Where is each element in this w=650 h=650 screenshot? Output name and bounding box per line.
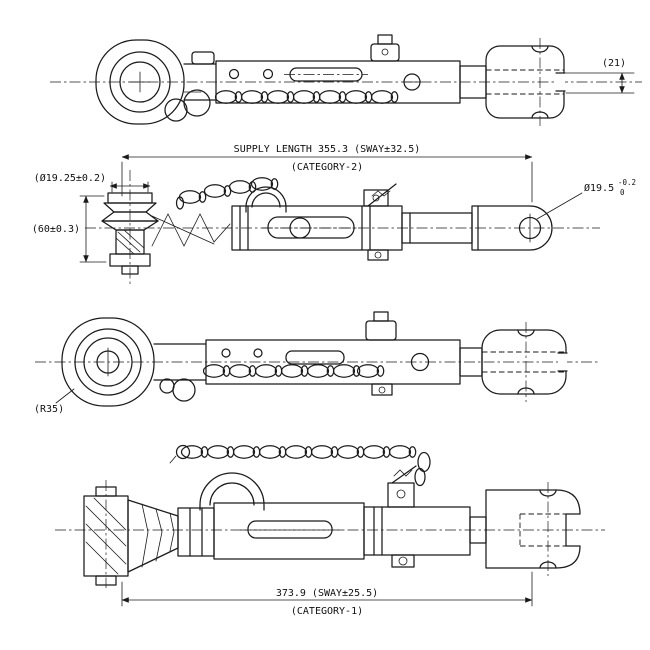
dim-eye-diameter: Ø19.5 -0.2 0 [536, 178, 636, 220]
dim-pin-diameter: (Ø19.25±0.2) [34, 172, 151, 193]
view2-chain [175, 177, 279, 210]
view4-bottom-assembly: 373.9 (SWAY±25.5) (CATEGORY-1) [55, 444, 605, 617]
view3-chain [202, 364, 385, 378]
view1-hook-rings [164, 89, 211, 122]
view4-chain [169, 444, 431, 487]
eye-tol-upper-label: -0.2 [618, 178, 636, 187]
boot-height-label: (60±0.3) [32, 224, 80, 235]
view2-lifting-loop [245, 186, 287, 213]
view3-eye-end [61, 317, 155, 407]
view3-clevis-end [459, 322, 568, 402]
view4-turnbuckle-body [177, 465, 471, 568]
view2-eye-end [471, 205, 553, 251]
dim-supply-length: SUPPLY LENGTH 355.3 (SWAY±32.5) (CATEGOR… [121, 144, 533, 203]
dim-eye-radius: (R35) [34, 388, 75, 415]
dim-21-label: (21) [602, 58, 626, 69]
overall-length-label: 373.9 (SWAY±25.5) [276, 588, 378, 599]
view1-clevis-fork [459, 38, 566, 126]
dim-21: (21) [565, 58, 635, 94]
view4-boot-cone [127, 499, 179, 573]
pin-diameter-label: (Ø19.25±0.2) [34, 172, 106, 184]
view3-body-bar [153, 311, 461, 396]
eye-diameter-label: Ø19.5 [584, 182, 614, 194]
supply-length-label: SUPPLY LENGTH 355.3 (SWAY±32.5) [234, 144, 421, 155]
view3-side-assembly: (R35) [34, 311, 600, 415]
eye-radius-label: (R35) [34, 404, 64, 415]
view1-top-assembly: (21) [50, 34, 642, 126]
view3-hook-rings [159, 378, 196, 402]
dim-boot-height: (60±0.3) [32, 195, 107, 263]
category1-label: (CATEGORY-1) [291, 606, 363, 617]
view4-mount-plate [83, 480, 129, 588]
category2-label: (CATEGORY-2) [291, 162, 363, 173]
view2-rubber-boot [101, 170, 159, 285]
view2-turnbuckle-body [231, 183, 403, 261]
view1-connector [183, 51, 217, 101]
view2-linkage [151, 213, 231, 247]
view1-top-clamp [370, 34, 400, 62]
dim-overall-length: 373.9 (SWAY±25.5) (CATEGORY-1) [121, 571, 533, 617]
view2-front-assembly: SUPPLY LENGTH 355.3 (SWAY±32.5) (CATEGOR… [32, 144, 636, 285]
view4-clevis-fork [485, 482, 581, 576]
view1-chain [214, 90, 399, 104]
view4-lifting-loop [199, 472, 265, 511]
eye-tol-lower-label: 0 [620, 188, 625, 197]
view1-eye-end [95, 39, 185, 125]
